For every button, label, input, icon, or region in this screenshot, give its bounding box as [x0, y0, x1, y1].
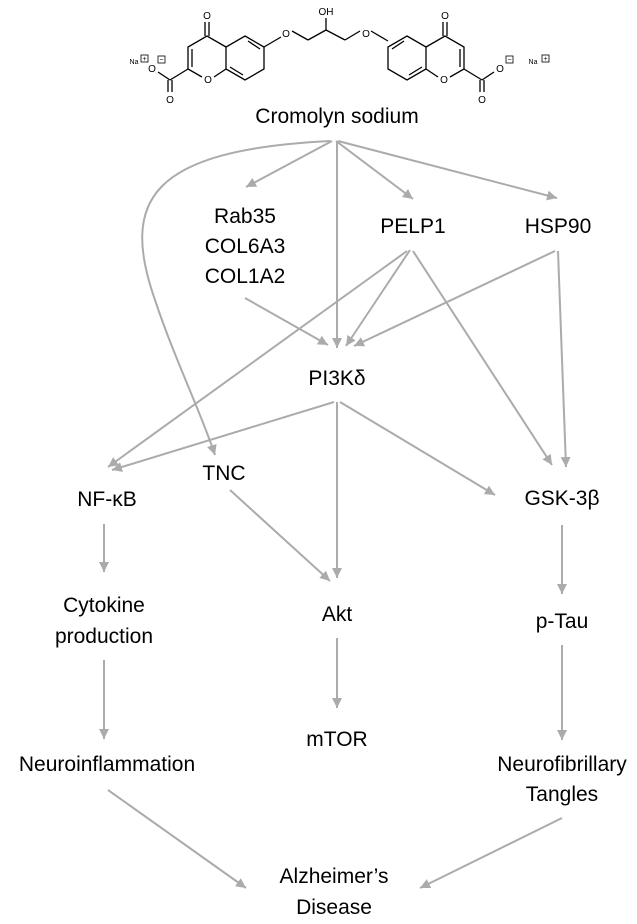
edges	[99, 140, 571, 889]
node-tnc: TNC	[202, 462, 245, 485]
node-ptau: p-Tau	[536, 610, 589, 633]
arrow-pelp1-to-nfkb	[107, 250, 408, 468]
arrow-cromolyn-to-rab35	[245, 140, 333, 188]
cromolyn-structure: O O OH O O O O O O O O Na Na + − − +	[130, 7, 550, 106]
arrow-tangles-to-alzheimers	[419, 817, 563, 889]
node-alzheimers-line1: Alzheimer’s	[280, 865, 389, 888]
carboxylate-oxygen-right-label: O	[496, 64, 504, 75]
left-benzene-ring	[225, 35, 265, 81]
right-benzene-ring	[387, 35, 427, 81]
arrow-pelp1-to-gsk3b	[412, 250, 553, 466]
node-hsp90: HSP90	[525, 215, 592, 238]
carboxylate-oxygen-left-label: O	[148, 64, 156, 75]
node-cytokine-line1: Cytokine	[63, 594, 145, 617]
ether-right-label: O	[362, 29, 370, 40]
minus-charge-box-right	[505, 55, 514, 64]
arrow-pi3k-to-nfkb	[111, 401, 335, 472]
node-cromolyn-sodium: Cromolyn sodium	[255, 105, 418, 128]
node-rab35-group: Rab35 COL6A3 COL1A2	[205, 205, 286, 288]
node-col6a3: COL6A3	[205, 235, 286, 258]
ring-oxygen-right-label: O	[440, 75, 448, 86]
nodes: Cromolyn sodium Rab35 COL6A3 COL1A2 PELP…	[19, 105, 627, 919]
node-neurofibrillary-tangles: Neurofibrillary Tangles	[497, 753, 627, 806]
node-pi3k: PI3Kδ	[308, 367, 365, 390]
minus-charge-box-left	[157, 55, 166, 64]
node-mtor: mTOR	[306, 728, 367, 751]
right-pyrone-ring	[425, 35, 465, 78]
arrow-rab35-to-pi3k	[244, 297, 329, 346]
oxo-right-label: O	[441, 11, 449, 22]
node-cytokine-line2: production	[55, 625, 153, 648]
hydroxyl-label: OH	[319, 7, 334, 18]
node-akt: Akt	[322, 603, 353, 626]
sodium-left-label: Na	[130, 59, 139, 66]
node-col1a2: COL1A2	[205, 265, 286, 288]
node-gsk3b: GSK-3β	[524, 487, 599, 510]
minus-charge-left: −	[159, 57, 163, 64]
node-neuroinflammation: Neuroinflammation	[19, 753, 195, 776]
arrow-cromolyn-to-hsp90	[337, 140, 558, 201]
node-nfkb: NF-κB	[77, 488, 137, 511]
left-pyrone-ring	[187, 35, 227, 78]
arrow-neuroinflammation-to-alzheimers	[107, 789, 247, 889]
sodium-right-label: Na	[529, 59, 538, 66]
node-tangles-line1: Neurofibrillary	[497, 753, 627, 776]
minus-charge-right: −	[507, 57, 511, 64]
node-cytokine-production: Cytokine production	[55, 594, 153, 648]
node-alzheimers-line2: Disease	[296, 896, 372, 919]
arrow-tnc-to-akt	[229, 489, 331, 582]
arrow-hsp90-to-gsk3b	[557, 250, 571, 468]
ring-oxygen-left-label: O	[204, 75, 212, 86]
oxo-left-label: O	[203, 11, 211, 22]
arrow-pelp1-to-pi3k	[345, 249, 411, 347]
node-alzheimers-disease: Alzheimer’s Disease	[280, 865, 389, 919]
arrow-pi3k-to-gsk3b	[339, 401, 496, 496]
carbonyl-oxygen-right-label: O	[478, 95, 486, 106]
carbonyl-oxygen-left-label: O	[166, 95, 174, 106]
node-pelp1: PELP1	[380, 215, 445, 238]
plus-charge-left: +	[142, 56, 146, 63]
arrow-hsp90-to-pi3k	[353, 250, 556, 347]
arrow-cromolyn-to-pelp1	[335, 140, 414, 200]
ether-left-label: O	[282, 29, 290, 40]
plus-charge-box-right	[541, 54, 550, 63]
plus-charge-box-left	[140, 54, 149, 63]
node-rab35: Rab35	[214, 205, 276, 228]
arrow-cromolyn-to-tnc	[141, 140, 331, 456]
plus-charge-right: +	[543, 56, 547, 63]
node-tangles-line2: Tangles	[526, 783, 598, 806]
